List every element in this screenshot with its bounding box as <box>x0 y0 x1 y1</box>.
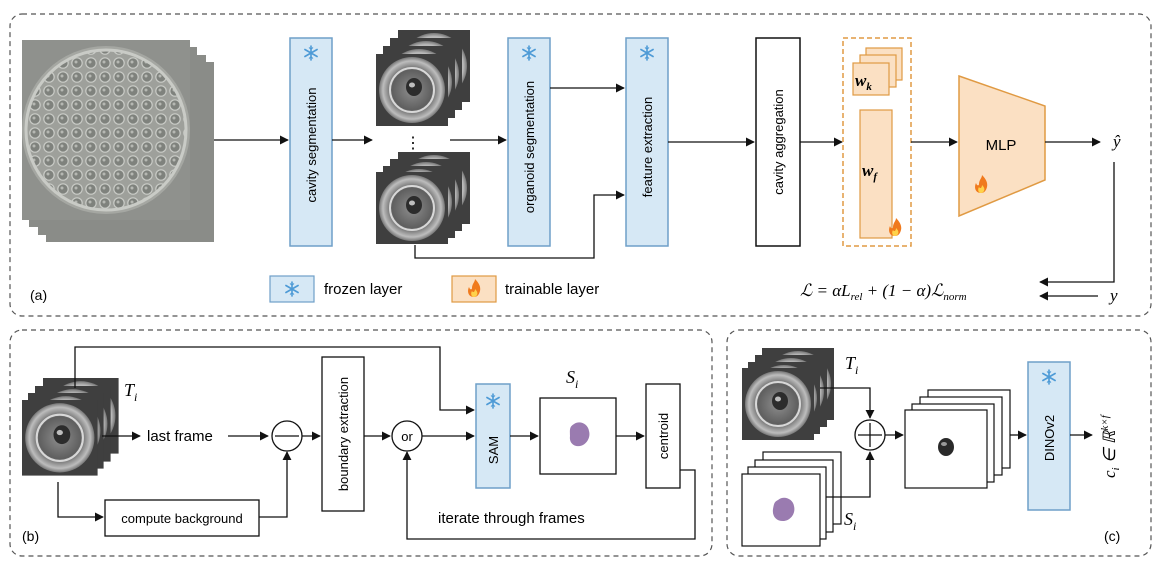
mask-blob <box>569 422 590 447</box>
arrow-yhat-to-loss <box>1039 162 1115 287</box>
frame-image-stack <box>741 347 835 441</box>
organoid-segmentation-label: organoid segmentation <box>522 81 537 213</box>
arrow-masks-to-add <box>826 451 875 498</box>
mask-image-stack <box>741 451 842 547</box>
snowflake-icon <box>519 43 539 63</box>
mlp-label: MLP <box>986 137 1017 154</box>
panel-a-frame <box>9 13 1152 317</box>
panel-c-frame <box>726 329 1152 557</box>
w-k-stack <box>852 47 903 96</box>
snowflake-icon <box>637 43 657 63</box>
w-k-label: wk <box>855 71 872 93</box>
compute-background-block <box>104 499 260 537</box>
centroid-block <box>645 383 681 489</box>
boundary-extraction-label: boundary extraction <box>336 377 351 491</box>
loss-formula: ℒ = αLrel + (1 − α)ℒnorm <box>800 281 967 303</box>
y-label: y <box>1108 286 1118 305</box>
arrow-frames-to-add <box>820 387 875 419</box>
cavity-aggregation-block <box>755 37 801 247</box>
legend-frozen-label: frozen layer <box>324 281 402 298</box>
masked-image-stack <box>904 389 1011 489</box>
s-i-label: Si <box>566 367 578 391</box>
w-f-block <box>859 109 893 239</box>
arrow-iterate-loop <box>402 451 696 540</box>
compute-background-label: compute background <box>121 511 242 526</box>
feature-extraction-block <box>625 37 669 247</box>
s-i-label-c: Si <box>844 509 856 533</box>
ellipsis-dots: ⋮ <box>405 135 421 152</box>
arrow-frames-to-background <box>57 482 104 522</box>
centroid-label: centroid <box>656 413 671 459</box>
tracking-image-stack <box>20 376 120 477</box>
boundary-extraction-block <box>321 356 365 512</box>
arrow-background-to-minus <box>259 451 292 518</box>
w-f-label: wf <box>862 161 878 183</box>
snowflake-icon <box>483 391 503 411</box>
or-label: or <box>401 429 413 444</box>
cavity-aggregation-label: cavity aggregation <box>771 89 786 195</box>
last-frame-label: last frame <box>147 428 213 445</box>
cavity-segmentation-label: cavity segmentation <box>304 88 319 203</box>
dinov2-label: DINOv2 <box>1042 415 1057 461</box>
sam-label: SAM <box>486 436 501 464</box>
arrow-frames-to-sam <box>74 346 475 415</box>
output-embedding-label: ci ∈ ℝk×f <box>1099 413 1122 478</box>
feature-extraction-label: feature extraction <box>640 97 655 197</box>
arrow-stack-bypass-to-featext <box>414 190 625 259</box>
cavity-segmentation-block <box>289 37 333 247</box>
cavity-stack-top <box>375 29 471 127</box>
iterate-label: iterate through frames <box>438 510 585 527</box>
panel-b-label: (b) <box>22 528 39 544</box>
panel-c-label: (c) <box>1104 528 1120 544</box>
t-i-label-c: Ti <box>845 353 858 377</box>
legend-trainable-label: trainable layer <box>505 281 599 298</box>
y-hat-label: ŷ <box>1111 132 1121 151</box>
panel-a-label: (a) <box>30 287 47 303</box>
snowflake-icon <box>1039 367 1059 387</box>
snowflake-icon <box>301 43 321 63</box>
dinov2-block <box>1027 361 1071 511</box>
organoid-segmentation-block <box>507 37 551 247</box>
snowflake-icon <box>282 279 302 299</box>
input-plate-stack <box>22 40 214 242</box>
cavity-stack-bottom <box>375 151 471 245</box>
t-i-label: Ti <box>124 380 137 404</box>
